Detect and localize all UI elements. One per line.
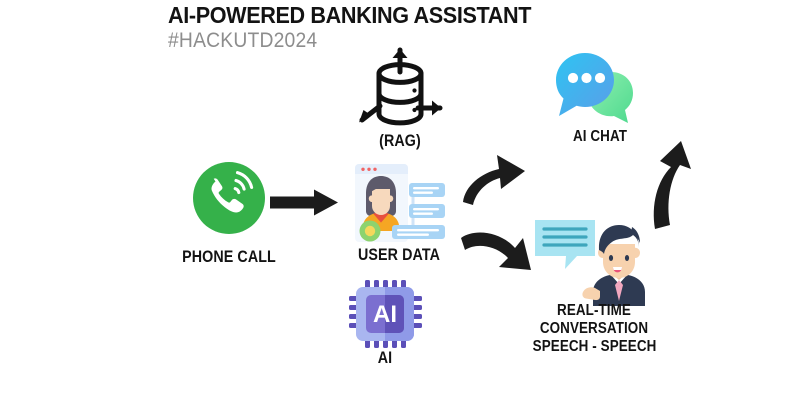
conversation-label-line-1: REAL-TIME [557,302,631,319]
conversation-label-line-2: CONVERSATION [539,319,649,337]
ai-chip-node: AI [349,280,422,348]
phone-call-node [192,161,266,235]
arrow-right-icon [270,189,338,216]
userdata-to-aichat-connector [461,145,533,217]
ai-chip-icon: AI [349,280,422,348]
user-data-node [352,163,446,243]
curved-arrow-up-icon [653,141,691,229]
chat-bubbles-icon [556,53,633,123]
ai-chat-node [553,48,643,126]
user-data-label: USER DATA [358,245,440,264]
phone-to-userdata-connector [270,188,340,218]
rag-node [352,46,448,132]
speaking-person-icon [535,220,645,306]
realtime-conversation-label: REAL-TIME CONVERSATION SPEECH - SPEECH [532,302,657,356]
rag-label: (RAG) [379,131,421,150]
conversation-to-aichat-connector [651,139,699,231]
curved-arrow-down-right-icon [461,232,531,270]
phone-call-icon [193,162,265,234]
user-data-card-icon [355,164,445,242]
realtime-conversation-node [531,214,655,306]
chip-text: AI [373,301,397,328]
phone-call-label: PHONE CALL [182,247,276,266]
curved-arrow-up-right-icon [463,155,525,205]
page-title: AI-POWERED BANKING ASSISTANT [168,2,532,28]
page-hashtag: #HACKUTD2024 [168,29,318,52]
database-cylinder-icon [359,47,443,126]
userdata-to-conversation-connector [459,220,539,282]
ai-chip-label: AI [377,348,393,367]
ai-chat-label: AI CHAT [572,128,628,145]
conversation-label-line-3: SPEECH - SPEECH [532,337,657,355]
